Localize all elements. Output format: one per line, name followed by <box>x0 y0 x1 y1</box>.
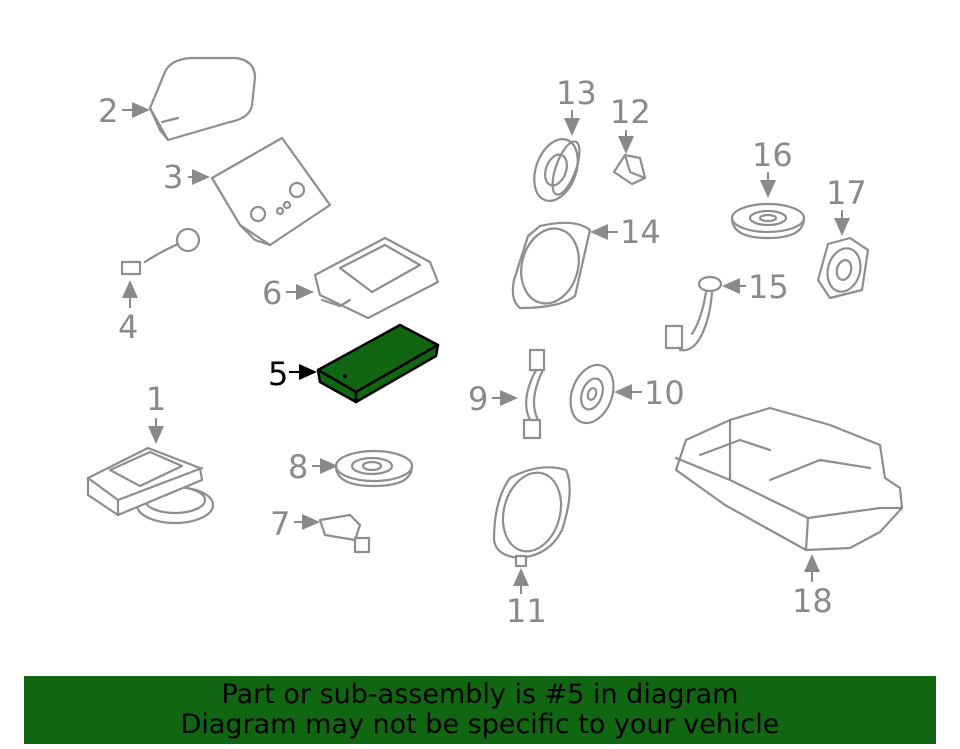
label-17: 17 <box>826 174 867 212</box>
parts-diagram: 2 3 4 6 5 1 <box>86 56 904 630</box>
part-8-speaker[interactable] <box>334 449 414 488</box>
part-13-tweeter[interactable] <box>526 133 585 207</box>
banner-line-2: Diagram may not be specific to your vehi… <box>180 709 780 740</box>
part-11-speaker-enclosure[interactable] <box>492 466 571 568</box>
label-15: 15 <box>748 268 789 306</box>
label-7: 7 <box>270 505 290 543</box>
part-4-sensor-harness[interactable] <box>120 227 201 276</box>
part-3-control-panel[interactable] <box>210 136 332 247</box>
label-13: 13 <box>556 74 597 112</box>
label-3: 3 <box>163 158 183 196</box>
part-10-speaker[interactable] <box>563 359 621 429</box>
part-6-bracket[interactable] <box>313 236 440 320</box>
label-2: 2 <box>98 92 118 130</box>
part-15-harness[interactable] <box>664 275 723 352</box>
part-9-harness[interactable] <box>522 348 546 440</box>
label-8: 8 <box>288 448 308 486</box>
info-banner: Part or sub-assembly is #5 in diagram Di… <box>24 676 936 744</box>
part-17-speaker[interactable] <box>816 236 870 300</box>
part-2-cover[interactable] <box>148 56 257 142</box>
part-5-module-highlighted[interactable] <box>316 323 440 404</box>
label-1: 1 <box>146 380 166 418</box>
label-14: 14 <box>620 213 661 251</box>
part-1-control-unit[interactable] <box>86 446 215 525</box>
part-16-speaker[interactable] <box>730 202 806 240</box>
banner-line-1: Part or sub-assembly is #5 in diagram <box>221 679 739 710</box>
label-6: 6 <box>262 274 282 312</box>
label-5: 5 <box>268 355 288 393</box>
part-14-speaker-grille[interactable] <box>511 221 592 310</box>
part-7-sensor[interactable] <box>318 513 371 554</box>
label-4: 4 <box>118 308 138 346</box>
label-9: 9 <box>468 380 488 418</box>
part-18-subwoofer-box[interactable] <box>674 406 904 552</box>
part-12-clip[interactable] <box>612 153 647 186</box>
label-11: 11 <box>506 592 547 630</box>
label-10: 10 <box>644 374 685 412</box>
label-16: 16 <box>752 136 793 174</box>
label-12: 12 <box>610 93 651 131</box>
label-18: 18 <box>792 582 833 620</box>
